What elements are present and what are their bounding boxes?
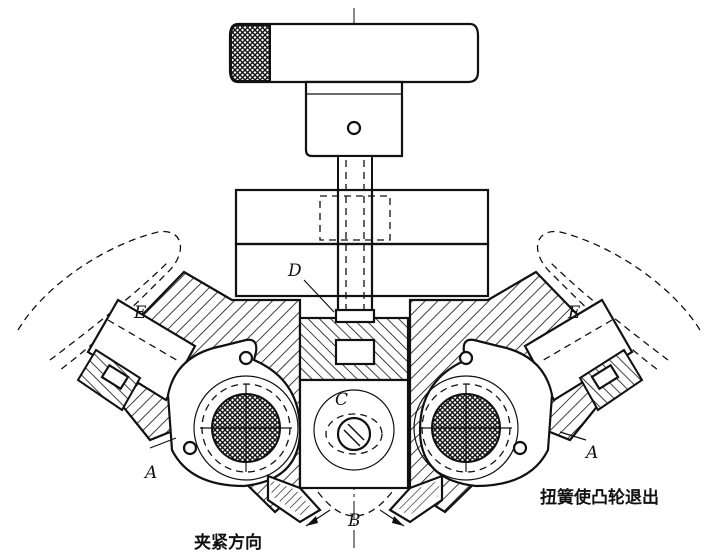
clamp-knob	[228, 22, 480, 158]
label-A-left: A	[143, 463, 157, 483]
leader-A-right	[559, 431, 587, 441]
knob-pin	[346, 120, 362, 136]
right-cam	[413, 338, 554, 488]
left-outer-contour	[17, 230, 181, 371]
caption-clamp-direction: 夹紧方向	[194, 532, 262, 553]
right-inner-contour	[549, 261, 669, 361]
central-plunger	[298, 308, 410, 490]
clamp-direction-arrows	[305, 509, 405, 527]
lower-jaws	[266, 474, 444, 524]
leader-D	[303, 279, 335, 313]
label-E-left: E	[133, 303, 147, 323]
caption-torsion-spring: 扭簧使凸轮退出	[540, 487, 659, 508]
label-A-right: A	[584, 443, 598, 463]
center-pin-C	[336, 416, 372, 452]
body-top-block	[234, 188, 490, 312]
left-inner-contour	[49, 261, 169, 361]
knurled-grip	[230, 24, 271, 82]
left-pin-E	[86, 298, 197, 402]
right-pin-E	[523, 298, 634, 402]
right-outer-contour	[537, 230, 701, 371]
screw-stem	[337, 155, 373, 315]
label-C: C	[335, 390, 348, 410]
label-B: B	[347, 511, 361, 531]
label-D: D	[287, 261, 302, 281]
left-cam	[166, 338, 302, 488]
label-E-right: E	[567, 303, 581, 323]
leader-A-left	[149, 437, 177, 449]
knob-hub	[304, 80, 404, 158]
